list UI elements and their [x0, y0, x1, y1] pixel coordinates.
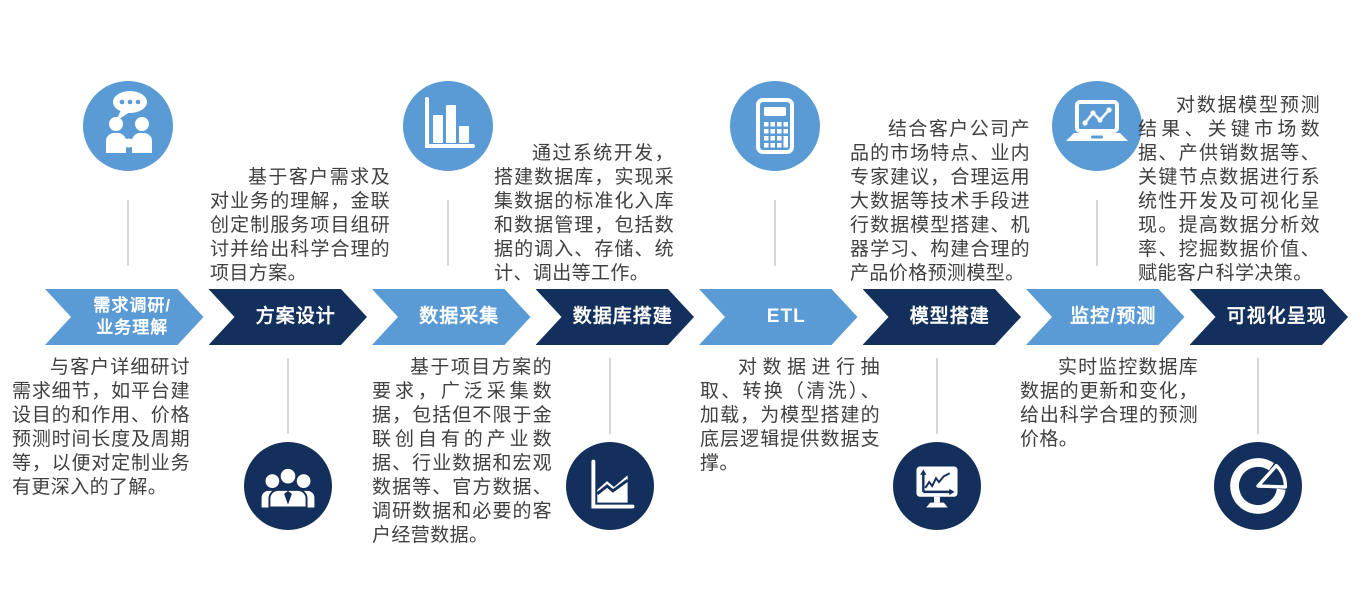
step7-icon-circle [1052, 81, 1142, 171]
step3-description: 基于项目方案的要求，广泛采集数据，包括但不限于金联创自有的产业数据、行业数据和宏… [372, 357, 552, 546]
connector-line [774, 200, 776, 266]
laptop-chart-icon [1066, 100, 1128, 141]
step1-icon-circle [83, 81, 173, 171]
area-chart-icon [591, 459, 635, 509]
team-icon [261, 466, 315, 509]
connector-line [127, 200, 129, 266]
step2-description: 基于客户需求及对业务的理解，金联创定制服务项目组研讨并给出科学合理的项目方案。 [210, 167, 390, 284]
step-arrow-4: 数据库搭建 [536, 289, 695, 345]
pie-chart-icon [1230, 458, 1288, 514]
step-arrow-3: 数据采集 [372, 289, 531, 345]
connector-line [1257, 358, 1259, 434]
connector-line [447, 200, 449, 266]
step4-icon-circle [566, 442, 654, 530]
step-arrow-1: 需求调研/ 业务理解 [45, 289, 204, 345]
people-consult-icon [106, 91, 152, 153]
connector-line [287, 358, 289, 434]
step2-icon-circle [244, 442, 332, 530]
step-label: 数据库搭建 [572, 306, 673, 327]
step5-description: 对数据进行抽取、转换（清洗）、加载，为模型搭建的底层逻辑提供数据支撑。 [700, 357, 880, 474]
calculator-icon [756, 98, 794, 154]
step-label: 需求调研/ 业务理解 [93, 296, 172, 337]
step-arrow-8: 可视化呈现 [1190, 289, 1349, 345]
step-arrow-2: 方案设计 [209, 289, 368, 345]
step4-description: 通过系统开发，搭建数据库，实现采集数据的标准化入库和数据管理，包括数据的调入、存… [494, 143, 674, 284]
step1-description: 与客户详细研讨需求细节，如平台建设目的和作用、价格预测时间长度及周期等，以便对定… [12, 357, 190, 498]
bar-chart-icon [425, 97, 475, 148]
step6-description: 结合客户公司产品的市场特点、业内专家建议，合理运用大数据等技术手段进行数据模型搭… [850, 119, 1030, 284]
step7-description: 实时监控数据库数据的更新和变化，给出科学合理的预测价格。 [1020, 357, 1198, 450]
step-arrow-7: 监控/预测 [1026, 289, 1185, 345]
step-arrow-6: 模型搭建 [863, 289, 1022, 345]
connector-line [1096, 200, 1098, 266]
monitor-chart-icon [916, 466, 958, 508]
step5-icon-circle [730, 81, 820, 171]
step-arrow-5: ETL [699, 289, 858, 345]
step-label: 模型搭建 [909, 306, 990, 327]
connector-line [936, 358, 938, 434]
step-label: 方案设计 [255, 306, 336, 327]
step-label: 数据采集 [419, 306, 500, 327]
step8-icon-circle [1214, 442, 1302, 530]
step8-description: 对数据模型预测结果、关键市场数据、产供销数据等、关键节点数据进行系统性开发及可视… [1138, 95, 1320, 284]
step-label: 监控/预测 [1070, 306, 1157, 327]
step6-icon-circle [893, 442, 981, 530]
step-label: ETL [766, 306, 806, 327]
step-label: 可视化呈现 [1226, 306, 1327, 327]
step3-icon-circle [403, 81, 493, 171]
process-step-band: 需求调研/ 业务理解 方案设计 数据采集 数据库搭建 ETL 模型搭建 监控/预… [45, 289, 1348, 345]
connector-line [609, 358, 611, 434]
